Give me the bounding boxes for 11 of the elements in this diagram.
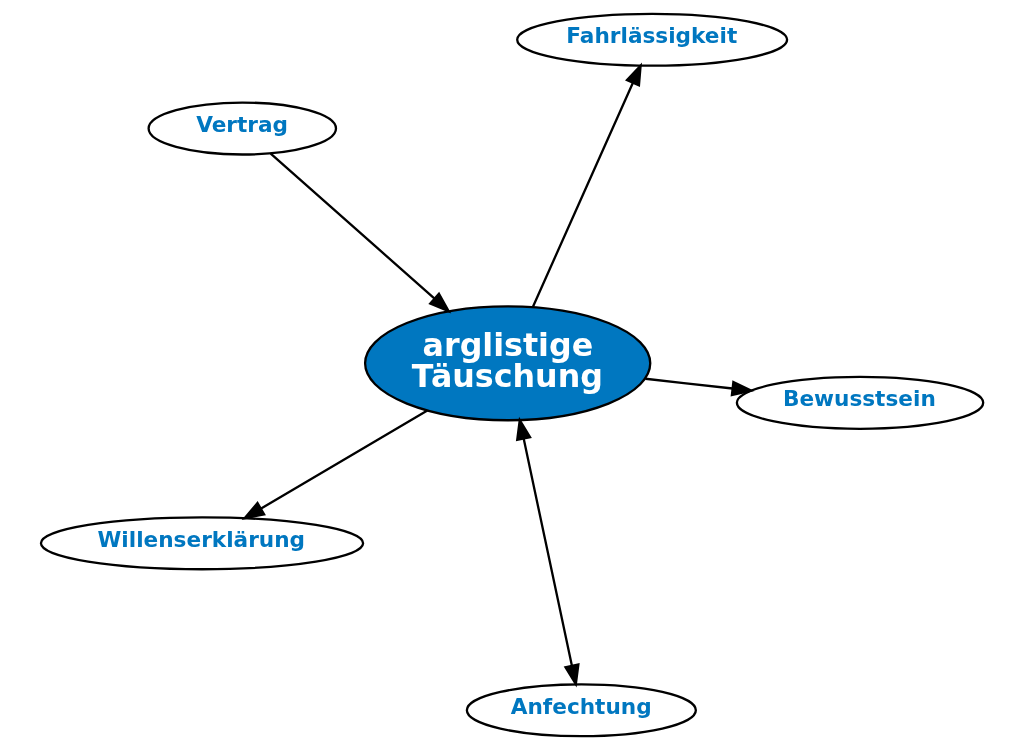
- node-ellipse: Fahrlässigkeit: [516, 12, 789, 67]
- arrow: [531, 62, 643, 308]
- node-ellipse: Vertrag: [147, 101, 338, 156]
- arrow: [645, 377, 755, 397]
- node-ellipse: Anfechtung: [465, 683, 697, 738]
- node-ellipse: arglistige Täuschung: [363, 305, 652, 422]
- arrow: [269, 152, 452, 314]
- arrow: [241, 409, 428, 520]
- node-ellipse: Bewusstsein: [735, 375, 985, 430]
- arrow: [515, 416, 580, 688]
- node-ellipse: Willenserklärung: [39, 516, 365, 571]
